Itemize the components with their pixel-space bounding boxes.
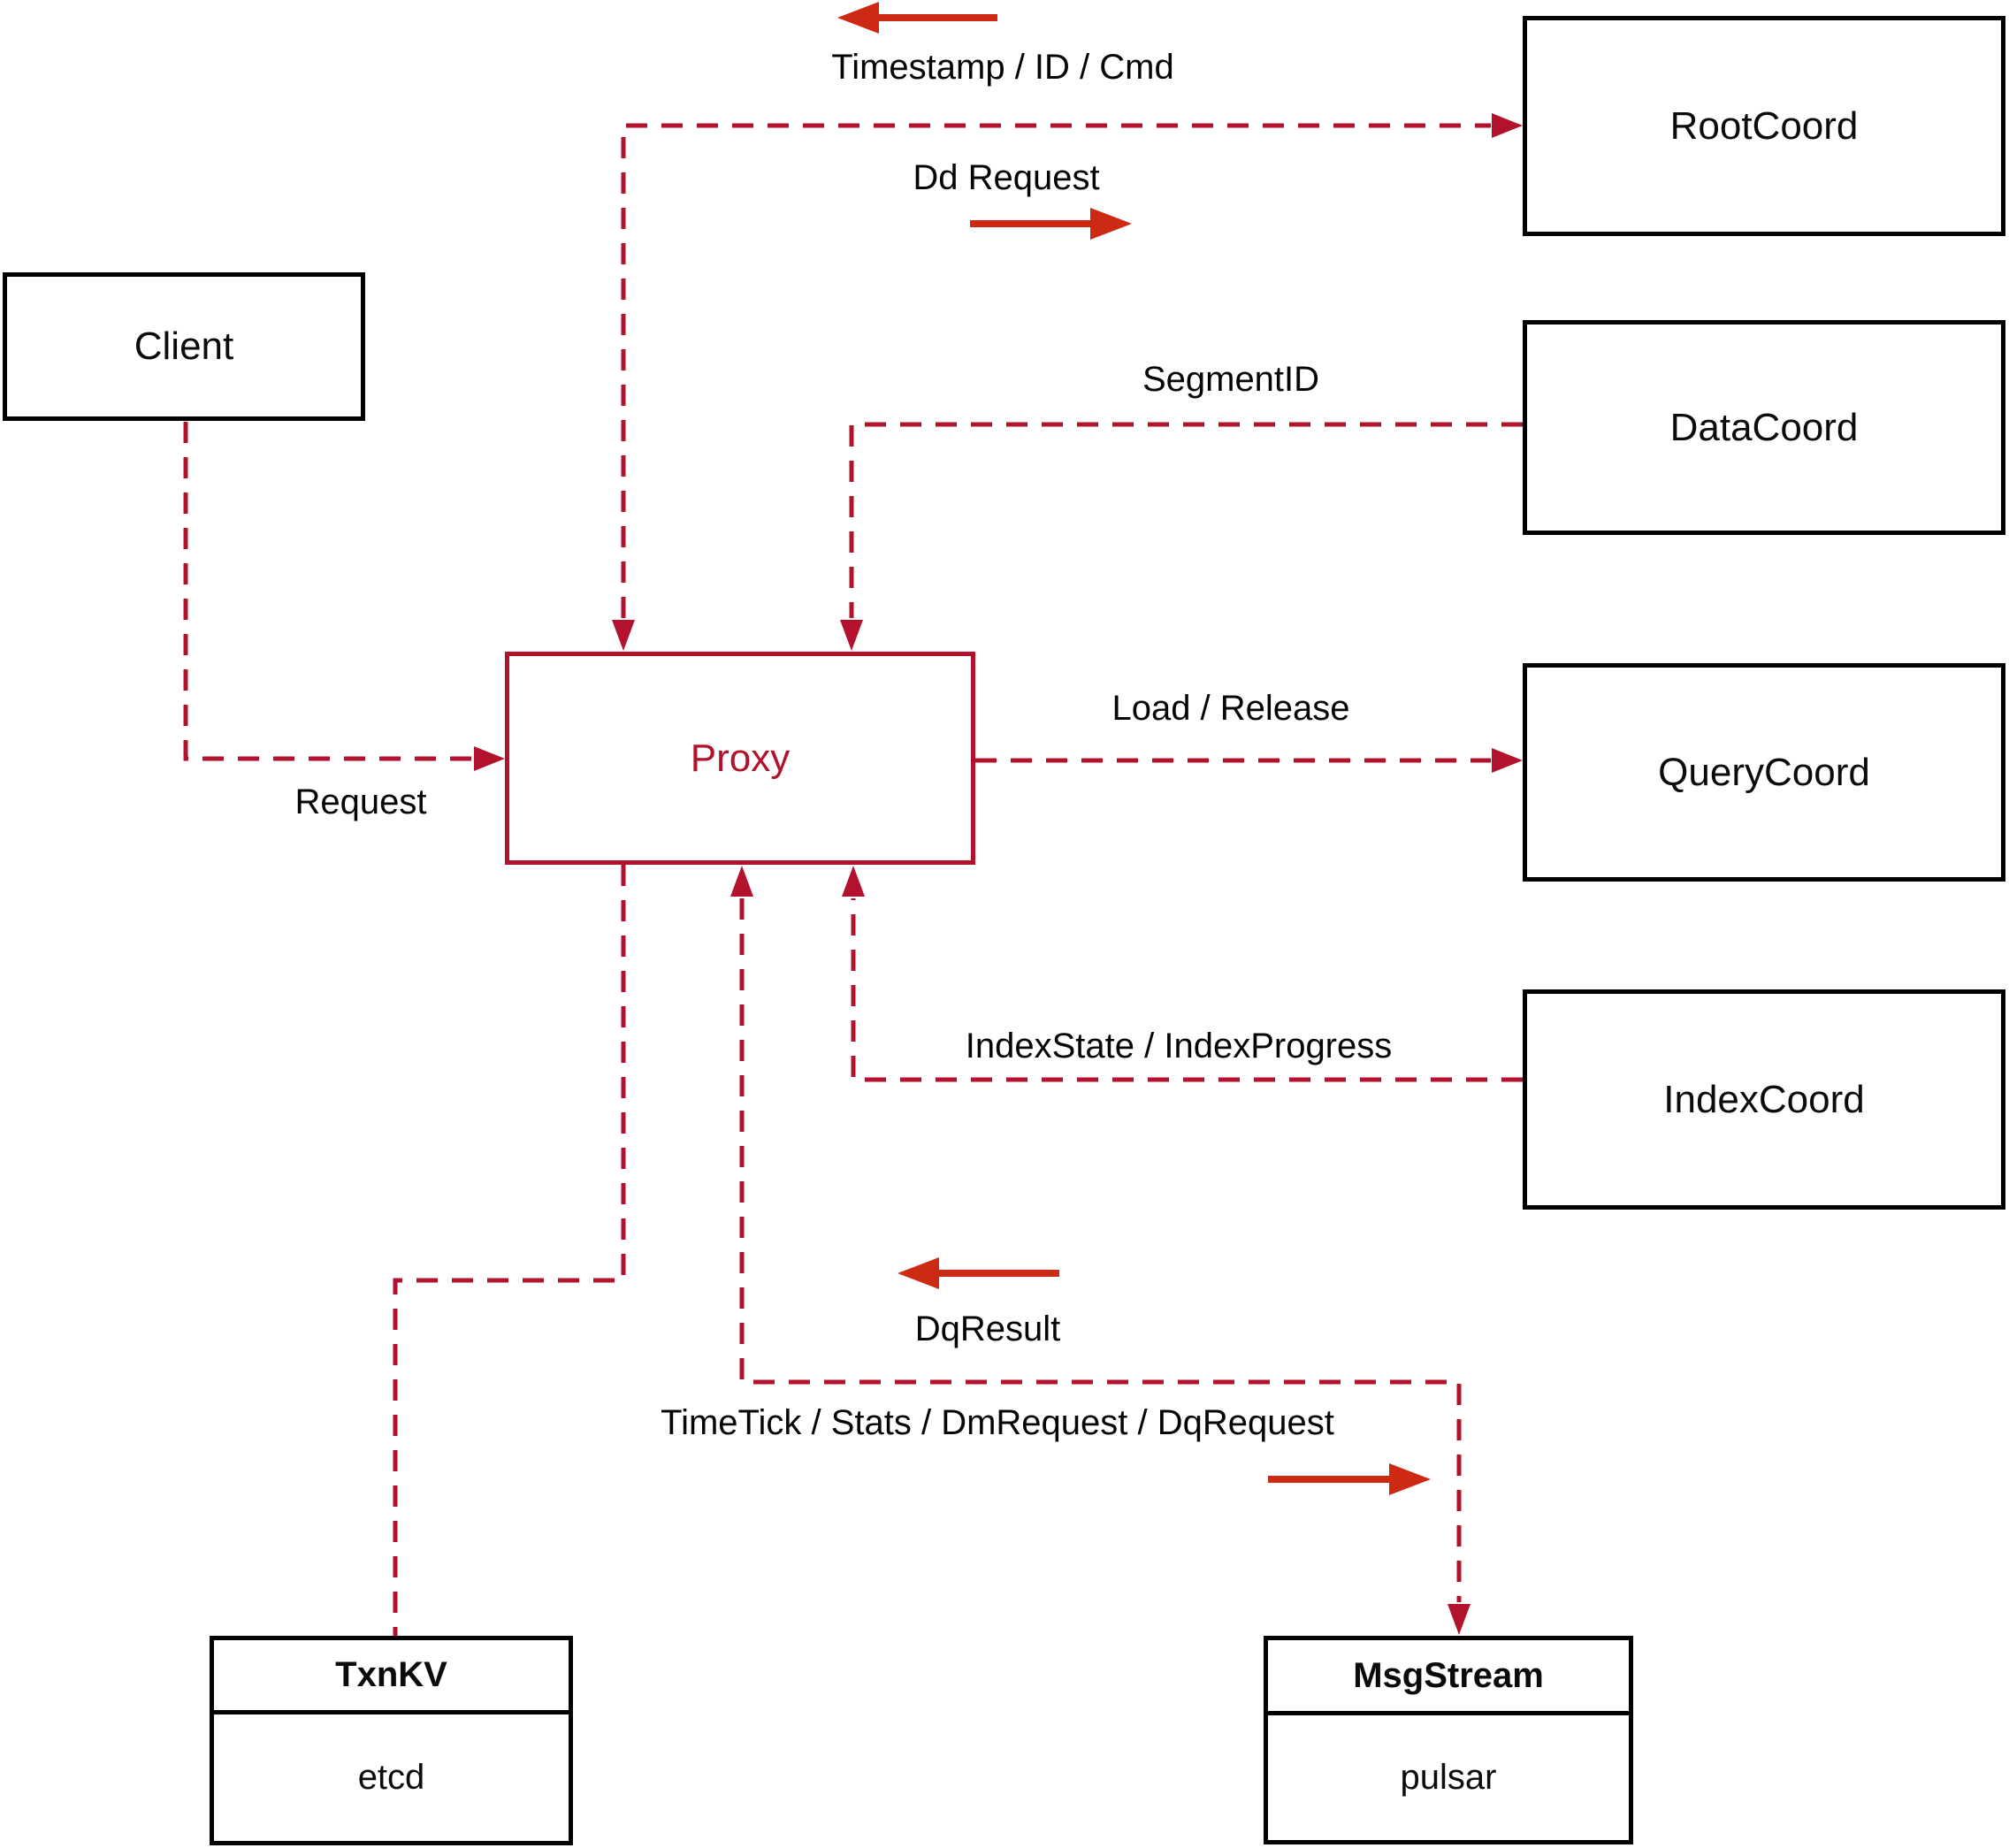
- node-proxy-label: Proxy: [690, 736, 791, 780]
- node-indexcoord-label: IndexCoord: [1663, 1077, 1865, 1121]
- edge-label-index-state: IndexState / IndexProgress: [965, 1027, 1393, 1065]
- node-txnkv-title: TxnKV: [214, 1640, 569, 1714]
- node-rootcoord: RootCoord: [1523, 16, 2005, 236]
- time-tick-direction-right-arrow-icon: [1268, 1463, 1431, 1495]
- client-to-proxy-connector: [183, 422, 473, 761]
- timestamp-direction-left-arrow-icon: [837, 2, 997, 34]
- edge-label-time-tick: TimeTick / Stats / DmRequest / DqRequest: [661, 1403, 1334, 1442]
- node-client: Client: [3, 272, 365, 421]
- datacoord-to-proxy-connector: [849, 422, 1523, 618]
- edge-label-segment-id: SegmentID: [1142, 360, 1320, 399]
- node-querycoord: QueryCoord: [1523, 663, 2005, 882]
- edge-label-load-release: Load / Release: [1111, 689, 1350, 728]
- node-proxy: Proxy: [505, 652, 975, 865]
- edge-label-dd-request: Dd Request: [913, 158, 1100, 197]
- node-txnkv: TxnKV etcd: [210, 1636, 573, 1845]
- edge-label-request: Request: [294, 783, 427, 821]
- proxy-bottom-left-arrowhead-icon: [730, 866, 753, 897]
- proxy-to-txnkv-connector: [393, 865, 626, 1636]
- node-msgstream-title: MsgStream: [1268, 1640, 1629, 1715]
- node-querycoord-label: QueryCoord: [1658, 750, 1870, 794]
- node-indexcoord: IndexCoord: [1523, 989, 2005, 1210]
- dq-result-direction-left-arrow-icon: [898, 1257, 1059, 1289]
- node-txnkv-impl: etcd: [357, 1758, 425, 1797]
- proxy-top-right-arrowhead-icon: [840, 620, 863, 651]
- edge-label-dq-result: DqResult: [914, 1310, 1061, 1348]
- msgstream-arrowhead-icon: [1448, 1604, 1470, 1635]
- rootcoord-arrowhead-icon: [1492, 113, 1523, 138]
- proxy-top-left-arrowhead-icon: [612, 620, 635, 651]
- edge-label-timestamp-id-cmd: Timestamp / ID / Cmd: [831, 48, 1174, 87]
- querycoord-arrowhead-icon: [1492, 748, 1523, 773]
- node-datacoord-label: DataCoord: [1669, 405, 1859, 449]
- node-msgstream: MsgStream pulsar: [1264, 1636, 1633, 1844]
- node-datacoord: DataCoord: [1523, 320, 2005, 535]
- proxy-bottom-right-arrowhead-icon: [842, 866, 865, 897]
- node-msgstream-impl: pulsar: [1400, 1758, 1497, 1797]
- client-to-proxy-arrowhead-icon: [474, 746, 505, 771]
- dd-request-direction-right-arrow-icon: [970, 208, 1132, 240]
- node-rootcoord-label: RootCoord: [1669, 103, 1859, 148]
- proxy-rootcoord-connector: [621, 123, 1491, 618]
- proxy-msgstream-connector: [739, 898, 1462, 1602]
- node-client-label: Client: [134, 325, 234, 368]
